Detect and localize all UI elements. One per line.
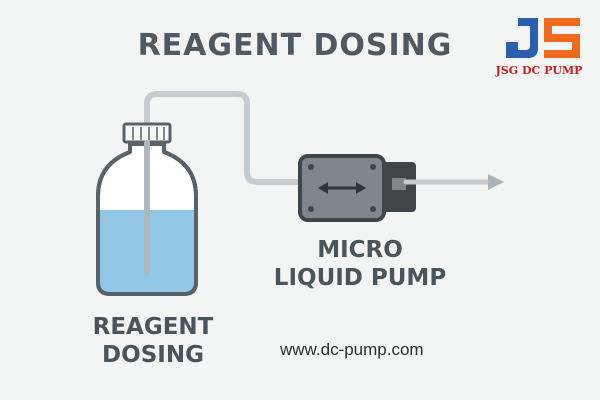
bottle-icon xyxy=(96,122,198,296)
pump-icon xyxy=(298,154,416,222)
website-url: www.dc-pump.com xyxy=(280,340,424,359)
bottle-label-line1: REAGENT xyxy=(92,314,214,340)
js-logo-icon xyxy=(506,18,580,58)
logo-text: JSG DC PUMP xyxy=(495,64,583,77)
page-title: REAGENT DOSING xyxy=(137,28,453,63)
bottle-label: REAGENT DOSING xyxy=(68,313,238,369)
pump-label-line2: LIQUID PUMP xyxy=(273,265,447,291)
bottle-label-line2: DOSING xyxy=(102,342,204,368)
brand-logo: JSG DC PUMP xyxy=(486,14,592,86)
supply-tube xyxy=(144,91,311,185)
pump-label: MICRO LIQUID PUMP xyxy=(265,236,455,292)
double-arrow-icon xyxy=(318,182,366,194)
pump-label-line1: MICRO xyxy=(317,237,403,263)
flow-arrow-icon xyxy=(403,174,504,190)
